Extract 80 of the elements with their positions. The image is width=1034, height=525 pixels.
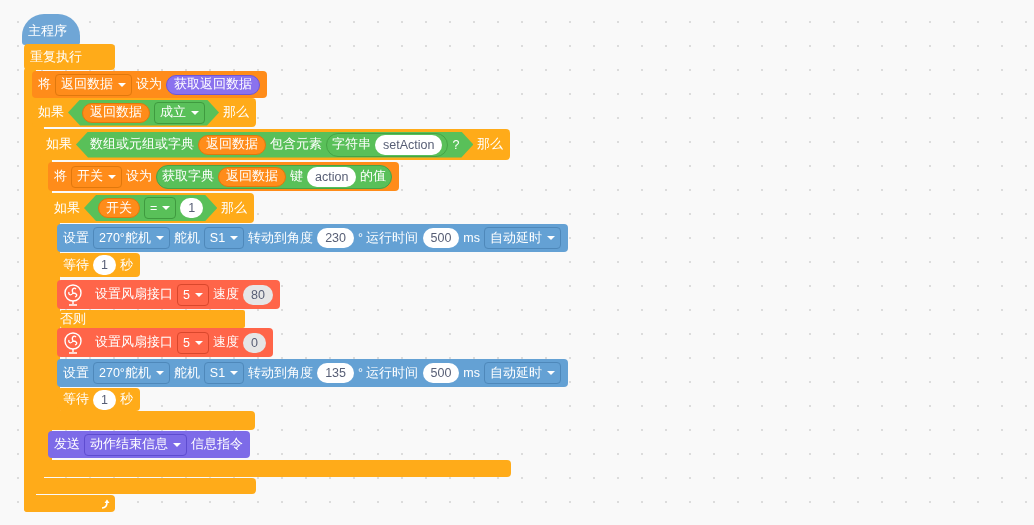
number-input: 500 (422, 228, 460, 248)
block-label: 获取字典 (162, 168, 214, 185)
block-label: 如果 (54, 199, 80, 217)
block-label: 等待 (63, 256, 89, 274)
block-label: 将 (38, 76, 51, 93)
block-label: ° 运行时间 (358, 364, 419, 382)
reporter-block: 返回数据 (218, 166, 286, 187)
dropdown-menu: 返回数据 (55, 73, 132, 96)
block-label: ? (452, 137, 460, 152)
block-label: ° 运行时间 (358, 229, 419, 247)
block-label: 发送 (54, 436, 80, 453)
fan-block (57, 280, 280, 309)
set-variable-block (48, 162, 400, 191)
block-label: 设置 (63, 229, 89, 247)
reporter-block: 返回数据 (198, 134, 266, 155)
block-label: 转动到角度 (248, 229, 314, 247)
wait-block (57, 253, 140, 277)
reporter-block: 获取返回数据 (166, 74, 260, 95)
hat-block: 主程序 (22, 14, 80, 45)
reporter-block (156, 164, 393, 189)
dropdown-menu: 5 (177, 283, 209, 306)
reporter-block: 返回数据 (82, 102, 150, 123)
block-label: 的值 (360, 168, 387, 185)
fan-block (57, 328, 273, 357)
number-input: 1 (180, 198, 204, 218)
text-input: action (307, 166, 357, 187)
block-label: 键 (290, 168, 303, 185)
dropdown-menu: 270°舵机 (93, 362, 170, 384)
text-input: setAction (375, 134, 443, 155)
block-label: 包含元素 (270, 136, 322, 153)
block-label: 设置风扇接口 (95, 334, 173, 351)
block-label: 转动到角度 (248, 364, 314, 382)
block-label: 秒 (119, 391, 133, 408)
block-label: 那么 (221, 199, 248, 217)
number-input: 230 (317, 228, 354, 248)
dropdown-menu: 开关 (71, 165, 122, 188)
block-label: 舵机 (173, 229, 200, 247)
number-input: 80 (242, 284, 273, 305)
block-label: 设置风扇接口 (95, 286, 173, 303)
block-label: 那么 (477, 136, 504, 153)
block-label: 设为 (126, 168, 152, 185)
dropdown-menu: 自动延时 (484, 227, 562, 249)
number-input: 1 (93, 389, 116, 410)
block-label: 信息指令 (191, 436, 243, 453)
block-label: 等待 (63, 391, 89, 408)
servo-block (57, 359, 569, 387)
block-label: 字符串 (332, 136, 371, 153)
block-label: 重复执行 (30, 48, 82, 66)
dropdown-menu: 动作结束信息 (84, 433, 187, 456)
set-variable-block (32, 71, 267, 98)
block-label: 设置 (63, 364, 89, 382)
block-label: 速度 (212, 334, 239, 351)
block-label: 如果 (46, 136, 72, 153)
dropdown-menu: S1 (203, 227, 245, 249)
reporter-block: 开关 (98, 198, 140, 218)
loop-block (24, 44, 115, 70)
else-bar: 否则 (60, 310, 245, 328)
dropdown-menu: 自动延时 (484, 362, 562, 384)
reporter-block (326, 132, 449, 157)
number-input: 135 (317, 363, 354, 383)
number-input: 500 (422, 363, 460, 383)
block-label: 设为 (136, 76, 162, 93)
servo-block (57, 224, 569, 252)
block-label: ms (463, 366, 481, 380)
dropdown-menu: 成立 (154, 101, 205, 124)
dropdown-menu: 270°舵机 (93, 227, 170, 249)
number-input: 0 (242, 332, 266, 353)
dropdown-menu: = (144, 197, 177, 219)
block-label: ms (463, 231, 481, 245)
dropdown-menu: 5 (177, 331, 209, 354)
dropdown-menu: S1 (203, 362, 245, 384)
number-input: 1 (93, 255, 116, 275)
block-label: 数组或元组或字典 (90, 136, 194, 153)
block-label: 舵机 (173, 364, 200, 382)
block-label: 将 (54, 168, 67, 185)
block-label: 秒 (119, 256, 133, 274)
block-label: 那么 (223, 104, 249, 121)
send-message-block (48, 431, 250, 458)
block-label: 速度 (212, 286, 239, 303)
block-label: 如果 (38, 104, 64, 121)
